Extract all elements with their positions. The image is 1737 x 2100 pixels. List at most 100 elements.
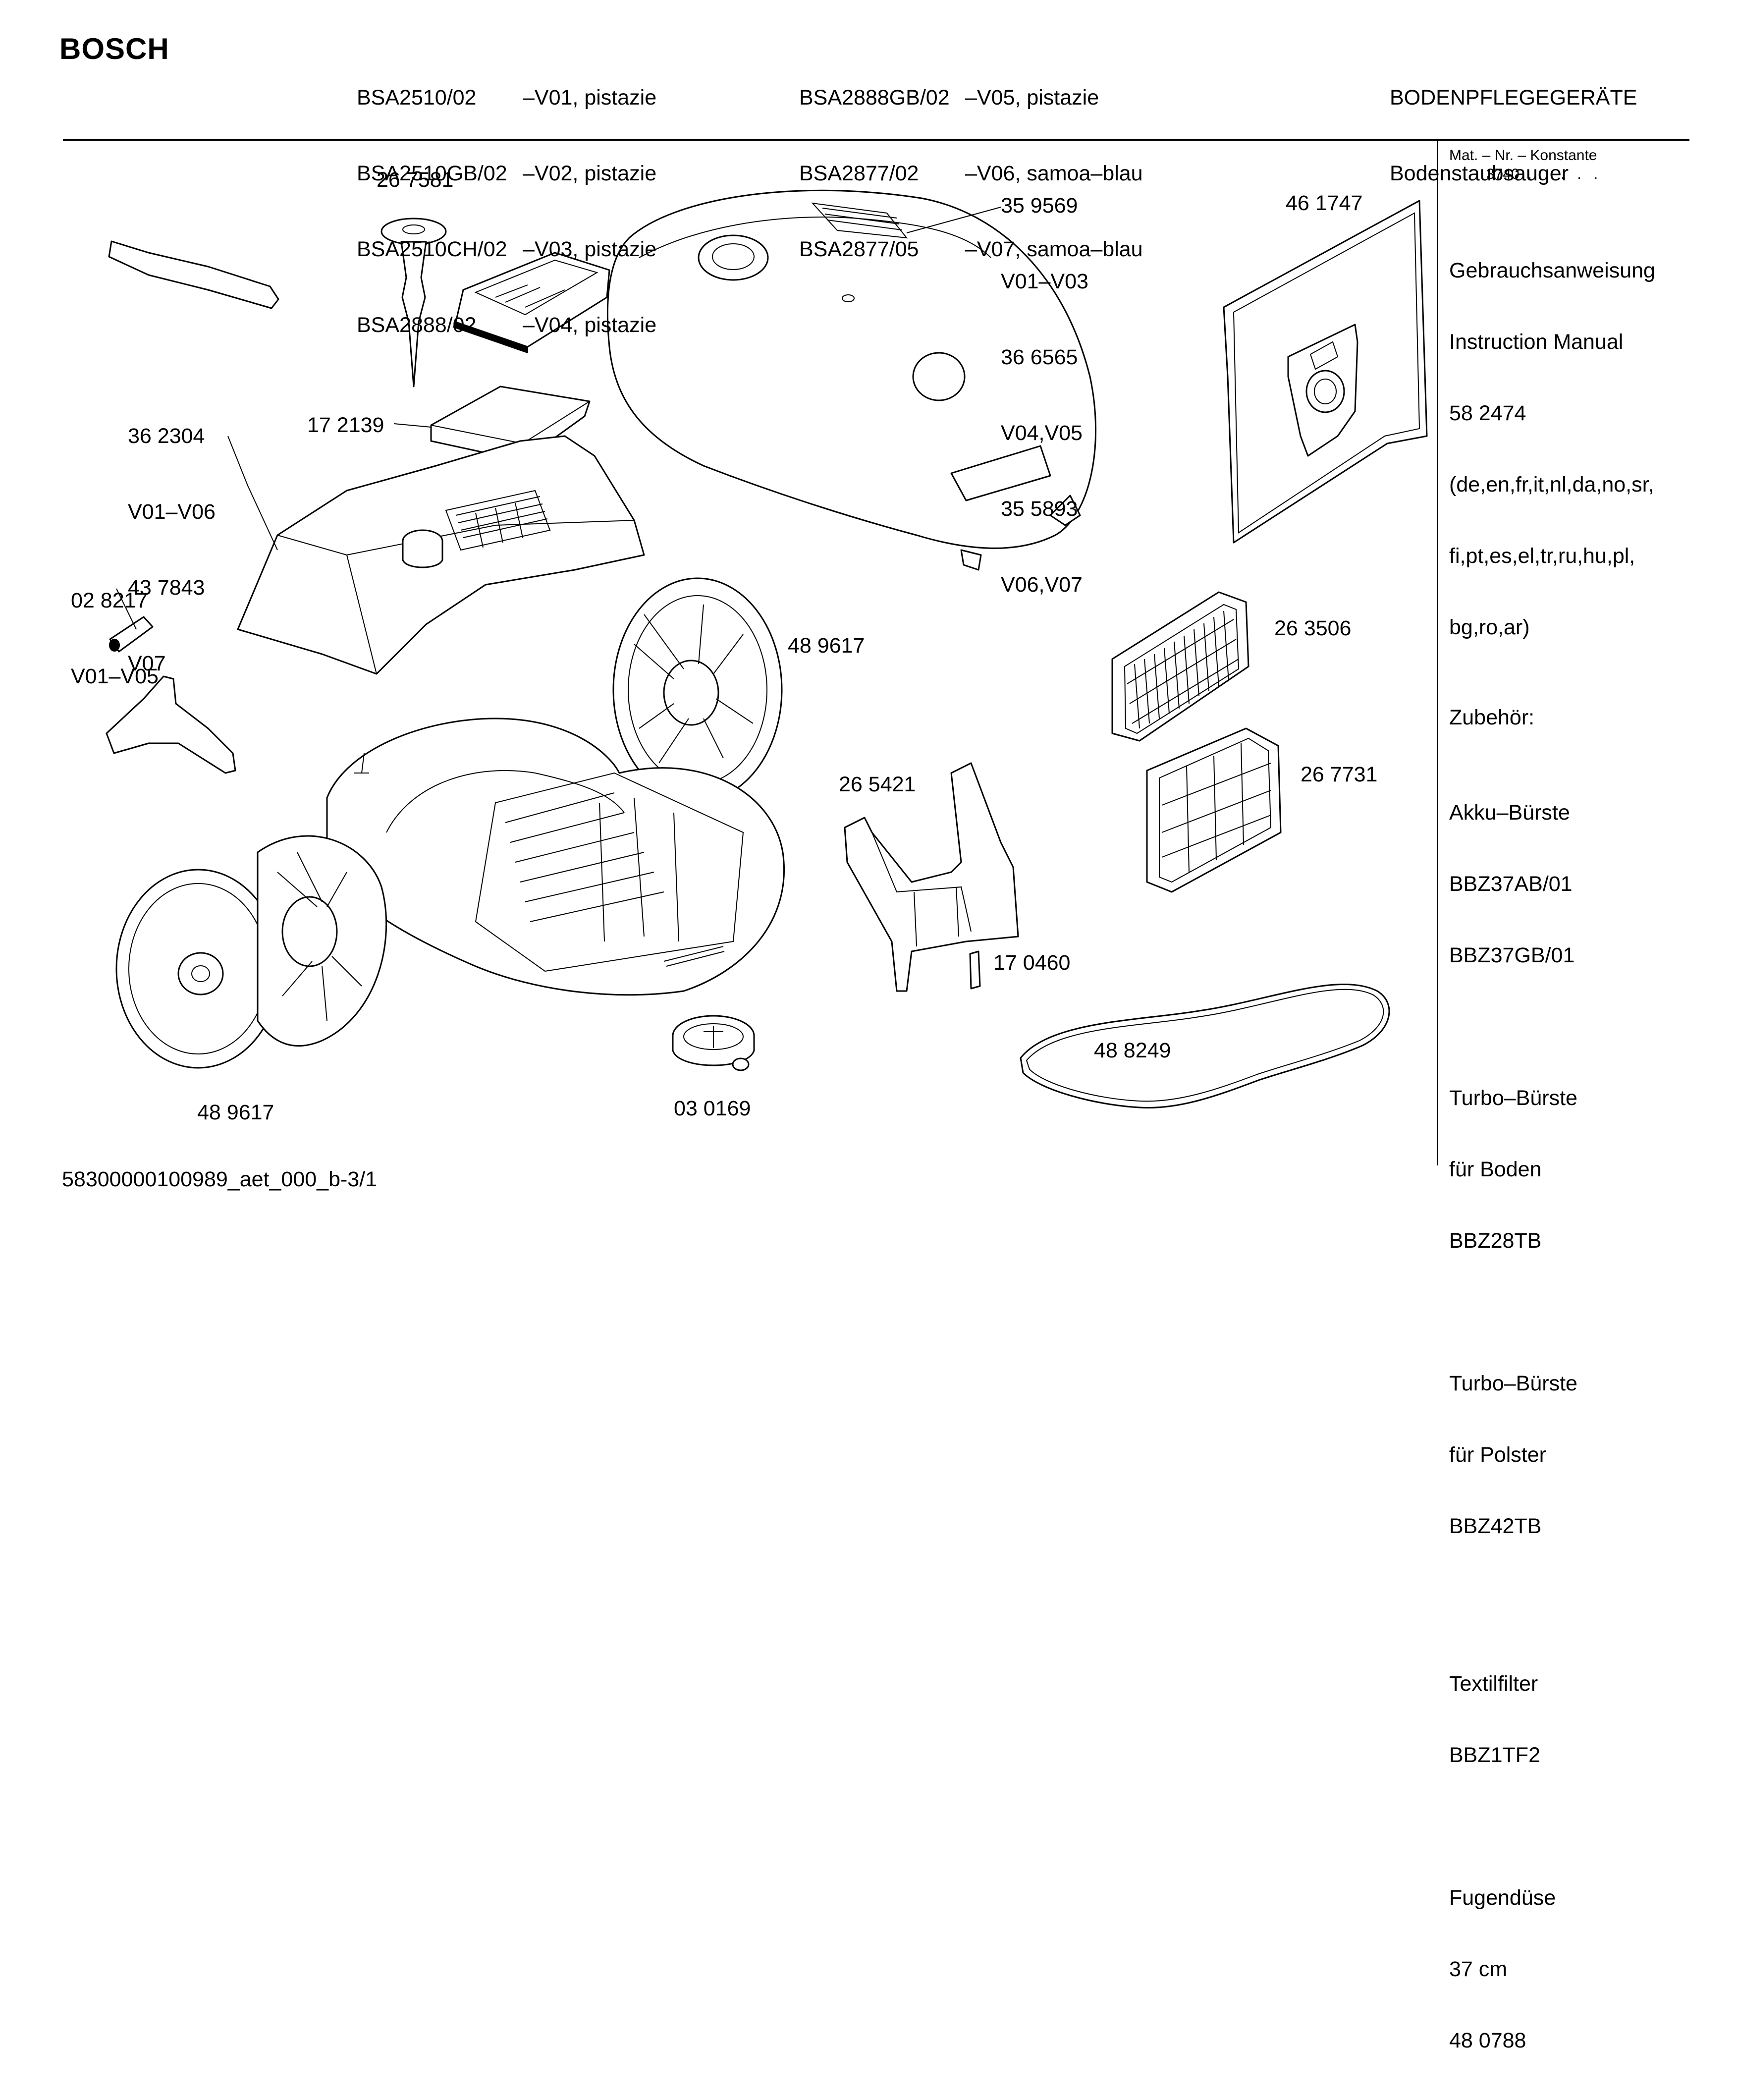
base-chassis-part bbox=[326, 718, 785, 996]
exhaust-filter-part bbox=[1111, 591, 1249, 742]
accessory-item: Turbo–Bürste für Polster BBZ42TB bbox=[1449, 1324, 1727, 1586]
part-label-line: 02 8217 bbox=[71, 589, 148, 612]
part-label-172139: 17 2139 bbox=[307, 413, 384, 437]
model-number: BSA2888GB/02 bbox=[799, 86, 950, 110]
accessory-line: für Polster bbox=[1449, 1443, 1546, 1467]
inner-housing-part bbox=[237, 435, 645, 675]
accessory-line: für Boden bbox=[1449, 1158, 1542, 1181]
part-label-265421: 26 5421 bbox=[839, 773, 916, 796]
model-list-right: BSA2888GB/02 –V05, pistazie BSA2877/02 –V0… bbox=[799, 35, 1143, 287]
clip-part bbox=[969, 950, 981, 990]
exploded-view-drawing bbox=[106, 189, 1428, 1109]
accessory-line: 37 cm bbox=[1449, 1957, 1508, 1981]
model-variant: –V04, pistazie bbox=[523, 313, 657, 337]
accessory-line: BBZ37AB/01 bbox=[1449, 872, 1573, 896]
bracket-part bbox=[106, 675, 236, 774]
part-label-267731: 26 7731 bbox=[1301, 763, 1378, 786]
model-variant: –V01, pistazie bbox=[523, 86, 657, 110]
part-label-488249: 48 8249 bbox=[1094, 1039, 1171, 1062]
model-row: BSA2888/02 –V04, pistazie bbox=[357, 313, 656, 338]
model-variant: –V03, pistazie bbox=[523, 237, 657, 261]
battery-part bbox=[109, 616, 154, 653]
accessory-item: Akku–Bürste BBZ37AB/01 BBZ37GB/01 bbox=[1449, 753, 1727, 1015]
manual-line: Instruction Manual bbox=[1449, 330, 1624, 354]
model-list-left: BSA2510/02–V01, pistazie BSA2510GB/02 –V0… bbox=[357, 35, 656, 363]
part-label-line: V01–V05 bbox=[71, 664, 159, 688]
model-number: BSA2510CH/02 bbox=[357, 237, 507, 261]
model-row: BSA2877/02 –V06, samoa–blau bbox=[799, 161, 1143, 186]
model-number: BSA2510GB/02 bbox=[357, 162, 507, 185]
wheel-part-lower bbox=[115, 835, 387, 1069]
part-label-line: V04,V05 bbox=[1001, 421, 1083, 445]
part-label-028217: 02 8217 V01–V05 bbox=[71, 538, 159, 715]
category-block: BODENPFLEGEGERÄTE Bodenstaubsauger bbox=[1390, 35, 1637, 212]
accessories-title: Zubehör: bbox=[1449, 706, 1535, 729]
category-title: BODENPFLEGEGERÄTE bbox=[1390, 86, 1637, 110]
side-panel: Mat. – Nr. – Konstante 3740 . . . . . Ge… bbox=[1449, 146, 1727, 2100]
manual-line: Gebrauchsanweisung bbox=[1449, 259, 1655, 282]
filter-grid-part bbox=[1146, 727, 1282, 893]
part-label-line: 35 5893 bbox=[1001, 497, 1078, 521]
accessory-line: Fugendüse bbox=[1449, 1886, 1556, 1910]
header-rule bbox=[63, 139, 1689, 141]
manual-line: fi,pt,es,el,tr,ru,hu,pl, bbox=[1449, 544, 1635, 568]
part-label-461747: 46 1747 bbox=[1286, 191, 1363, 215]
accessory-line: Turbo–Bürste bbox=[1449, 1086, 1577, 1110]
part-label-line: V06,V07 bbox=[1001, 573, 1083, 597]
accessory-line: Textilfilter bbox=[1449, 1672, 1538, 1696]
model-number: BSA2888/02 bbox=[357, 313, 477, 337]
material-number-value: 3740 . . . . . bbox=[1486, 166, 1598, 182]
model-number: BSA2877/02 bbox=[799, 162, 919, 185]
model-number: BSA2877/05 bbox=[799, 237, 919, 261]
gasket-part bbox=[1020, 984, 1390, 1109]
model-row: BSA2877/05 –V07, samoa–blau bbox=[799, 237, 1143, 262]
model-row: BSA2888GB/02 –V05, pistazie bbox=[799, 85, 1143, 111]
model-variant: –V05, pistazie bbox=[965, 86, 1099, 110]
accessory-line: BBZ42TB bbox=[1449, 1514, 1542, 1538]
part-label-263506: 26 3506 bbox=[1274, 616, 1352, 640]
motor-filter-holder-part bbox=[452, 252, 610, 354]
part-label-489617-upper: 48 9617 bbox=[788, 634, 865, 658]
manual-line: 58 2474 bbox=[1449, 401, 1526, 425]
part-label-267581: 26 7581 bbox=[377, 168, 454, 192]
accessory-item: Fugendüse 37 cm 48 0788 bbox=[1449, 1838, 1727, 2100]
model-variant: –V07, samoa–blau bbox=[965, 237, 1143, 261]
instruction-manual-block: Gebrauchsanweisung Instruction Manual 58… bbox=[1449, 211, 1727, 687]
accessory-line: BBZ1TF2 bbox=[1449, 1743, 1540, 1767]
model-row: BSA2510CH/02 –V03, pistazie bbox=[357, 237, 656, 262]
filter-pin-part bbox=[380, 218, 447, 387]
document-footer-id: 58300000100989_aet_000_b-3/1 bbox=[62, 1167, 378, 1191]
accessory-item: Textilfilter BBZ1TF2 bbox=[1449, 1624, 1727, 1815]
model-variant: –V02, pistazie bbox=[523, 162, 657, 185]
part-label-line: 36 2304 bbox=[128, 424, 205, 448]
part-label-030169: 03 0169 bbox=[674, 1097, 751, 1120]
part-label-line: V01–V06 bbox=[128, 500, 216, 524]
part-label-line: V07 bbox=[128, 652, 166, 675]
wheel-part-upper bbox=[612, 577, 783, 802]
part-label-line: 35 9569 bbox=[1001, 194, 1078, 218]
category-subtitle: Bodenstaubsauger bbox=[1390, 162, 1569, 185]
part-label-362304: 36 2304 V01–V06 43 7843 V07 bbox=[128, 373, 216, 702]
part-label-489617-lower: 48 9617 bbox=[197, 1101, 274, 1124]
material-number-label: Mat. – Nr. – Konstante bbox=[1449, 147, 1597, 164]
manual-line: (de,en,fr,it,nl,da,no,sr, bbox=[1449, 473, 1654, 497]
side-panel-divider bbox=[1437, 140, 1438, 1165]
part-label-line: 43 7843 bbox=[128, 576, 205, 600]
housing-cover-part bbox=[606, 189, 1097, 571]
cap-part bbox=[672, 1015, 755, 1071]
manual-line: bg,ro,ar) bbox=[1449, 615, 1530, 639]
accessory-item: Turbo–Bürste für Boden BBZ28TB bbox=[1449, 1039, 1727, 1300]
brand-logo: BOSCH bbox=[59, 32, 169, 65]
accessory-line: BBZ28TB bbox=[1449, 1229, 1542, 1253]
part-label-line: V01–V03 bbox=[1001, 270, 1088, 293]
part-label-170460: 17 0460 bbox=[993, 951, 1071, 975]
rubber-strip-part bbox=[108, 240, 279, 309]
model-variant: –V06, samoa–blau bbox=[965, 162, 1143, 185]
accessory-line: 48 0788 bbox=[1449, 2029, 1526, 2052]
bag-holder-part bbox=[844, 762, 1019, 992]
accessory-line: BBZ37GB/01 bbox=[1449, 943, 1575, 967]
accessory-line: Turbo–Bürste bbox=[1449, 1372, 1577, 1395]
accessory-line: Akku–Bürste bbox=[1449, 801, 1570, 825]
model-row: BSA2510/02–V01, pistazie bbox=[357, 85, 656, 111]
model-row: BSA2510GB/02 –V02, pistazie bbox=[357, 161, 656, 186]
